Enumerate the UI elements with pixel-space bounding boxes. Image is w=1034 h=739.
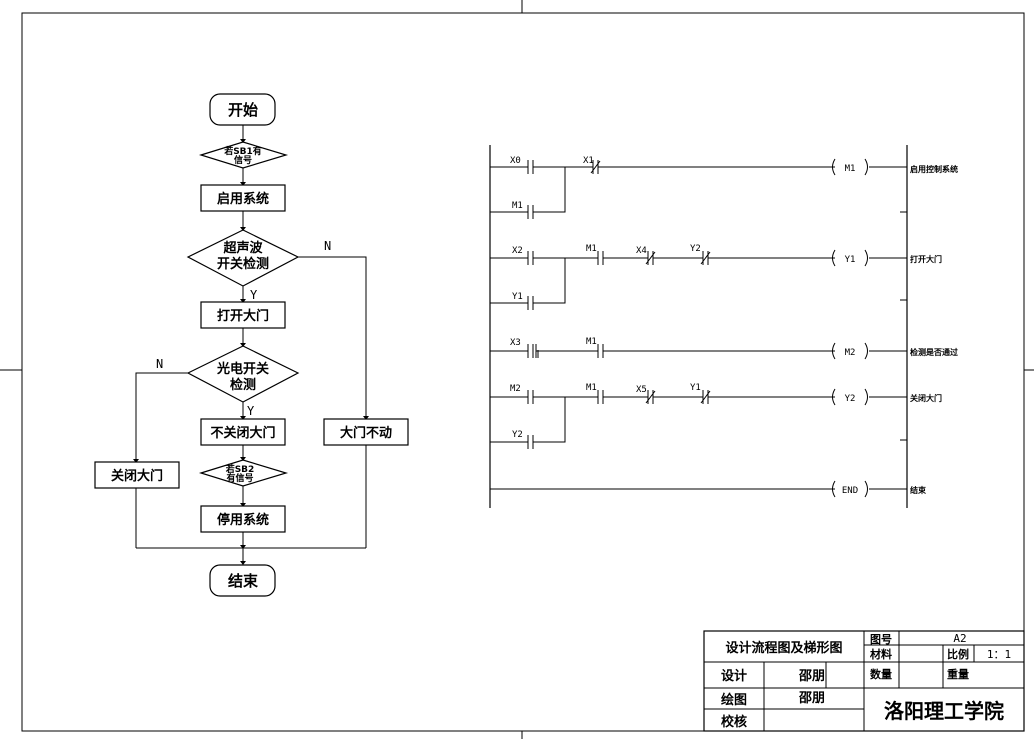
- designer-name: 邵朋: [798, 669, 825, 684]
- institution-name: 洛阳理工学院: [884, 699, 1004, 723]
- end-terminal: [209, 564, 276, 597]
- end-label: 结束: [228, 572, 259, 590]
- sb2-label-line1: 若SB2: [225, 463, 255, 475]
- close-gate-label: 关闭大门: [111, 468, 163, 484]
- rung4-comment: 关闭大门: [910, 393, 942, 403]
- disable-system-label: 停用系统: [217, 512, 269, 528]
- rung2-branch-label: Y1: [512, 292, 523, 302]
- rung-end: END 结束: [490, 480, 927, 498]
- sb1-decision: [198, 141, 289, 169]
- flowchart: 开始 若SB1有 信号 启用系统 超声波 开关检测 Y N 打开大门 光电开关 …: [94, 93, 409, 597]
- ultrasonic-label-line2: 开关检测: [217, 256, 269, 272]
- rung2-contact-label: M1: [586, 244, 597, 254]
- rung2-coil-label: Y1: [845, 255, 856, 265]
- checker-label: 校核: [721, 714, 747, 730]
- open-gate-label: 打开大门: [217, 308, 269, 324]
- ultrasonic-yes-label: Y: [250, 288, 258, 302]
- rung-4: M2 M1 X5 Y1 Y2 Y2 关闭大门: [490, 383, 942, 449]
- rung2-contact-label: Y2: [690, 244, 701, 254]
- photoelectric-yes-label: Y: [247, 404, 255, 418]
- rung1-branch-label: M1: [512, 201, 523, 211]
- sheet-border: [21, 12, 1025, 732]
- start-label: 开始: [228, 101, 258, 119]
- rung4-branch-label: Y2: [512, 430, 523, 440]
- gate-still-box: [323, 418, 409, 446]
- rung4-contact-label: M2: [510, 384, 521, 394]
- photoelectric-decision: [186, 345, 300, 403]
- rung-1: X0 X1 M1 M1 启用控制系统: [490, 156, 958, 219]
- rung4-contact-label: Y1: [690, 383, 701, 393]
- end-coil-label: END: [842, 486, 858, 496]
- rung3-coil-label: M2: [845, 348, 856, 358]
- rung1-comment: 启用控制系统: [910, 164, 958, 174]
- rung-3: X3 M1 M2 检测是否通过: [490, 337, 958, 360]
- quantity-label: 数量: [870, 667, 892, 681]
- sb2-decision: [198, 459, 289, 487]
- disable-system-box: [200, 505, 286, 533]
- open-gate-box: [200, 301, 286, 329]
- drawing-no-label: 图号: [870, 633, 892, 646]
- photoelectric-label-line1: 光电开关: [216, 361, 269, 377]
- enable-system-box: [200, 184, 286, 212]
- end-comment: 结束: [910, 485, 927, 495]
- rung1-coil-label: M1: [845, 164, 856, 174]
- keep-open-box: [200, 418, 286, 446]
- rung4-contact-label: M1: [586, 383, 597, 393]
- title-block: 设计流程图及梯形图 图号 A2 材料 比例 1：1 数量 重量 设计 邵朋 绘图…: [703, 630, 1025, 732]
- rung3-contact-label: X3: [510, 338, 521, 348]
- scale-value: 1：1: [987, 648, 1011, 661]
- designer-label: 设计: [721, 668, 747, 684]
- photoelectric-no-label: N: [156, 357, 163, 371]
- drawing-no: A2: [953, 632, 966, 645]
- gate-still-label: 大门不动: [340, 425, 392, 441]
- rung4-coil-label: Y2: [845, 394, 856, 404]
- material-label: 材料: [870, 647, 892, 661]
- rung2-contact-label: X4: [636, 246, 647, 256]
- rail-segments: [900, 211, 907, 441]
- rung3-contact-label: M1: [586, 337, 597, 347]
- sb1-label-line1: 若SB1有: [223, 145, 262, 157]
- ultrasonic-decision: [186, 229, 300, 287]
- ultrasonic-no-label: N: [324, 239, 331, 253]
- weight-label: 重量: [947, 667, 969, 681]
- drafter-name: 邵朋: [798, 691, 825, 706]
- enable-system-label: 启用系统: [217, 191, 269, 207]
- sb2-label-line2: 有信号: [226, 472, 253, 484]
- ladder-diagram: X0 X1 M1 M1 启用控制系统 X2 M1: [489, 145, 958, 508]
- scale-label: 比例: [947, 647, 969, 661]
- photoelectric-label-line2: 检测: [230, 377, 256, 393]
- rung4-contact-label: X5: [636, 385, 647, 395]
- rung1-contact-label: X1: [583, 156, 594, 166]
- rung1-contact-label: X0: [510, 156, 521, 166]
- drafter-label: 绘图: [721, 692, 747, 708]
- rung3-comment: 检测是否通过: [910, 347, 958, 357]
- drawing-title: 设计流程图及梯形图: [725, 640, 842, 656]
- rung2-contact-label: X2: [512, 246, 523, 256]
- rung2-comment: 打开大门: [910, 254, 942, 264]
- close-gate-box: [94, 461, 180, 489]
- sb1-label-line2: 信号: [234, 154, 252, 166]
- start-terminal: [209, 93, 276, 126]
- ultrasonic-label-line1: 超声波: [223, 240, 263, 256]
- flowchart-arrowheads: [133, 139, 369, 565]
- rung-2: X2 M1 X4 Y2 Y1 Y1 打开大门: [490, 244, 942, 310]
- keep-open-label: 不关闭大门: [210, 425, 275, 441]
